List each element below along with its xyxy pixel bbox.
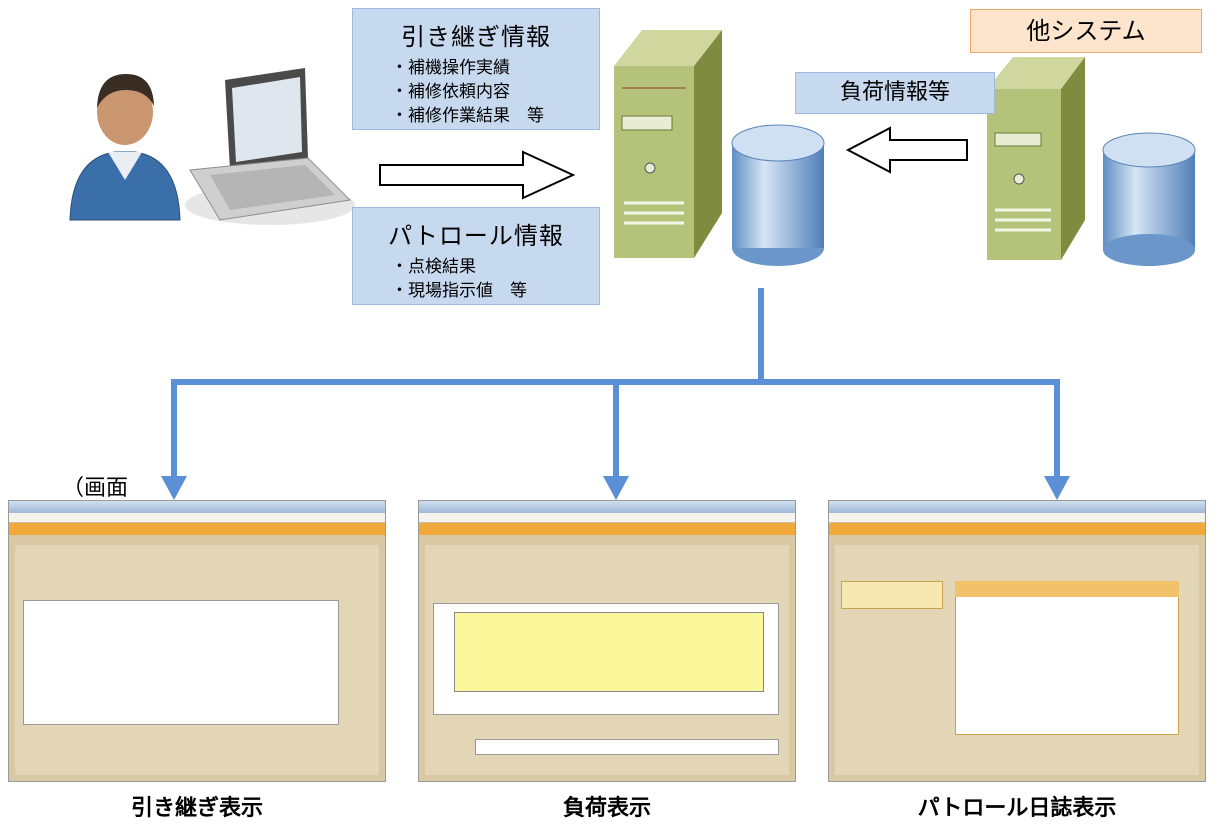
handover-info-list: 補機操作実績 補修依頼内容 補修作業結果 等: [353, 56, 599, 128]
database-icon: [731, 124, 825, 266]
handover-display-caption: 引き継ぎ表示: [130, 796, 263, 821]
patrol-log-display-caption: パトロール日誌表示: [917, 796, 1117, 821]
patrol-info-list: 点検結果 現場指示値 等: [353, 255, 599, 303]
arrow-down-icon: [603, 476, 629, 500]
user-laptop-illustration: [69, 68, 355, 225]
load-info-label: 負荷情報等: [839, 80, 950, 105]
handover-screen-thumbnail: [8, 500, 386, 782]
load-info-label-box: 負荷情報等: [795, 72, 995, 114]
handover-info-box: 引き継ぎ情報 補機操作実績 補修依頼内容 補修作業結果 等: [352, 8, 600, 130]
central-server-illustration: [614, 30, 825, 266]
screen-label: （画面: [62, 476, 129, 501]
patrol-screen-thumbnail: [828, 500, 1206, 782]
arrow-left-icon: [845, 126, 968, 174]
other-system-server-illustration: [987, 57, 1196, 266]
patrol-info-box: パトロール情報 点検結果 現場指示値 等: [352, 207, 600, 305]
load-display-caption: 負荷表示: [562, 796, 651, 821]
patrol-info-item: 現場指示値 等: [391, 279, 599, 303]
other-system-label: 他システム: [1026, 17, 1146, 45]
arrow-down-icon: [1044, 476, 1070, 500]
arrow-down-icon: [161, 476, 187, 500]
server-icon: [614, 30, 722, 258]
arrow-right-icon: [379, 150, 576, 200]
patrol-info-item: 点検結果: [391, 255, 599, 279]
server-icon: [987, 57, 1085, 260]
handover-info-item: 補修作業結果 等: [391, 104, 599, 128]
handover-info-title: 引き継ぎ情報: [401, 23, 551, 51]
user-icon: [69, 74, 181, 221]
handover-info-item: 補修依頼内容: [391, 80, 599, 104]
database-icon: [1102, 132, 1196, 266]
patrol-info-title: パトロール情報: [388, 222, 564, 250]
other-system-label-box: 他システム: [970, 9, 1202, 53]
load-screen-thumbnail: [418, 500, 796, 782]
handover-info-item: 補機操作実績: [391, 56, 599, 80]
laptop-icon: [185, 68, 355, 225]
